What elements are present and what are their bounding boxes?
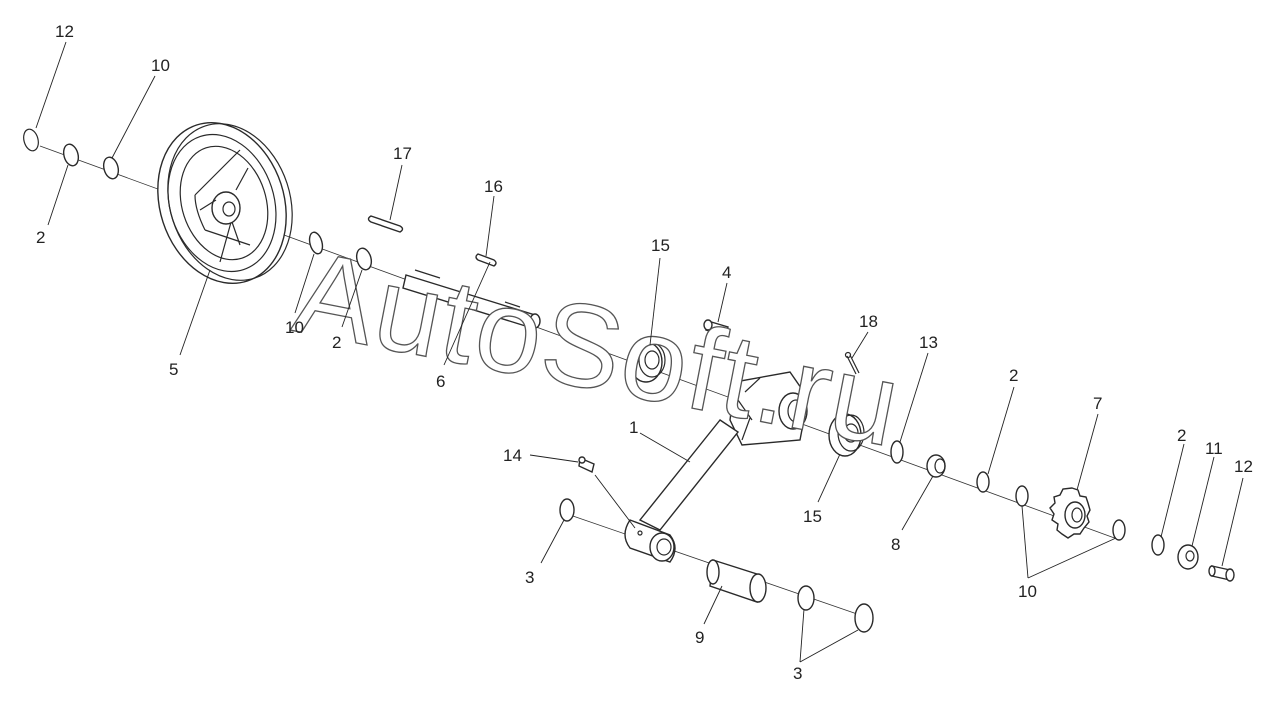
part-18-cotter-pin xyxy=(844,351,860,375)
part-17-key xyxy=(367,215,404,233)
callout-2-right: 2 xyxy=(1009,366,1018,385)
part-15-bearing-lower xyxy=(828,413,865,457)
part-7-sprocket xyxy=(1049,487,1091,539)
part-15-bearing-upper xyxy=(629,341,666,383)
part-10-washer-left xyxy=(102,156,120,180)
callout-14: 14 xyxy=(503,446,522,465)
callout-17: 17 xyxy=(393,144,412,163)
part-2-washer-right xyxy=(976,471,990,493)
part-14-grease-fitting xyxy=(578,456,595,473)
callout-11: 11 xyxy=(1205,439,1223,458)
part-10-washer-mid xyxy=(308,231,324,255)
callout-7: 7 xyxy=(1093,394,1102,413)
part-12-retaining-ring-left xyxy=(23,128,39,152)
callout-12-right: 12 xyxy=(1234,457,1253,476)
part-3-ring-right xyxy=(854,603,874,633)
callout-9: 9 xyxy=(695,628,704,647)
callout-2-mid: 2 xyxy=(332,333,341,352)
part-8-spacer xyxy=(926,454,946,478)
callout-2-left: 2 xyxy=(36,228,45,247)
callout-16: 16 xyxy=(484,177,503,196)
part-9-bushing xyxy=(706,559,767,603)
callout-15-upper: 15 xyxy=(651,236,670,255)
part-16-key xyxy=(475,253,497,267)
callout-8: 8 xyxy=(891,535,900,554)
callout-1: 1 xyxy=(629,418,638,437)
callout-12-top-left: 12 xyxy=(55,22,74,41)
callout-18: 18 xyxy=(859,312,878,331)
part-6-shaft xyxy=(402,269,541,329)
callout-leaders xyxy=(35,41,1244,663)
callout-13: 13 xyxy=(919,333,938,352)
part-12-bolt-right xyxy=(1208,565,1235,582)
callout-3-left: 3 xyxy=(525,568,534,587)
part-4-pin xyxy=(703,319,729,337)
part-10-washer-right xyxy=(1015,485,1029,507)
part-5-pulley xyxy=(157,121,293,285)
callout-10-bottom-right: 10 xyxy=(1018,582,1037,601)
callout-3-bottom: 3 xyxy=(793,664,802,683)
part-2-washer-left xyxy=(62,143,80,167)
part-1-lever-arm xyxy=(624,371,809,563)
part-10-washer-far-right xyxy=(1112,519,1126,541)
callout-2-far-right: 2 xyxy=(1177,426,1186,445)
part-3-ring-left xyxy=(559,498,575,522)
callout-15-lower: 15 xyxy=(803,507,822,526)
callout-4: 4 xyxy=(722,263,731,282)
part-3-ring-mid xyxy=(797,585,815,611)
callout-5: 5 xyxy=(169,360,178,379)
callout-6: 6 xyxy=(436,372,445,391)
part-11-nut xyxy=(1177,544,1199,570)
part-13-ring xyxy=(890,440,904,464)
callout-labels: 12 10 2 17 16 15 4 18 13 2 7 2 11 12 10 … xyxy=(36,22,1253,683)
callout-10-mid: 10 xyxy=(285,318,304,337)
watermark-text: AutoSoft.ru xyxy=(285,226,911,472)
part-2-washer-far-right xyxy=(1151,534,1165,556)
part-2-washer-mid xyxy=(355,247,373,271)
callout-10-top-left: 10 xyxy=(151,56,170,75)
